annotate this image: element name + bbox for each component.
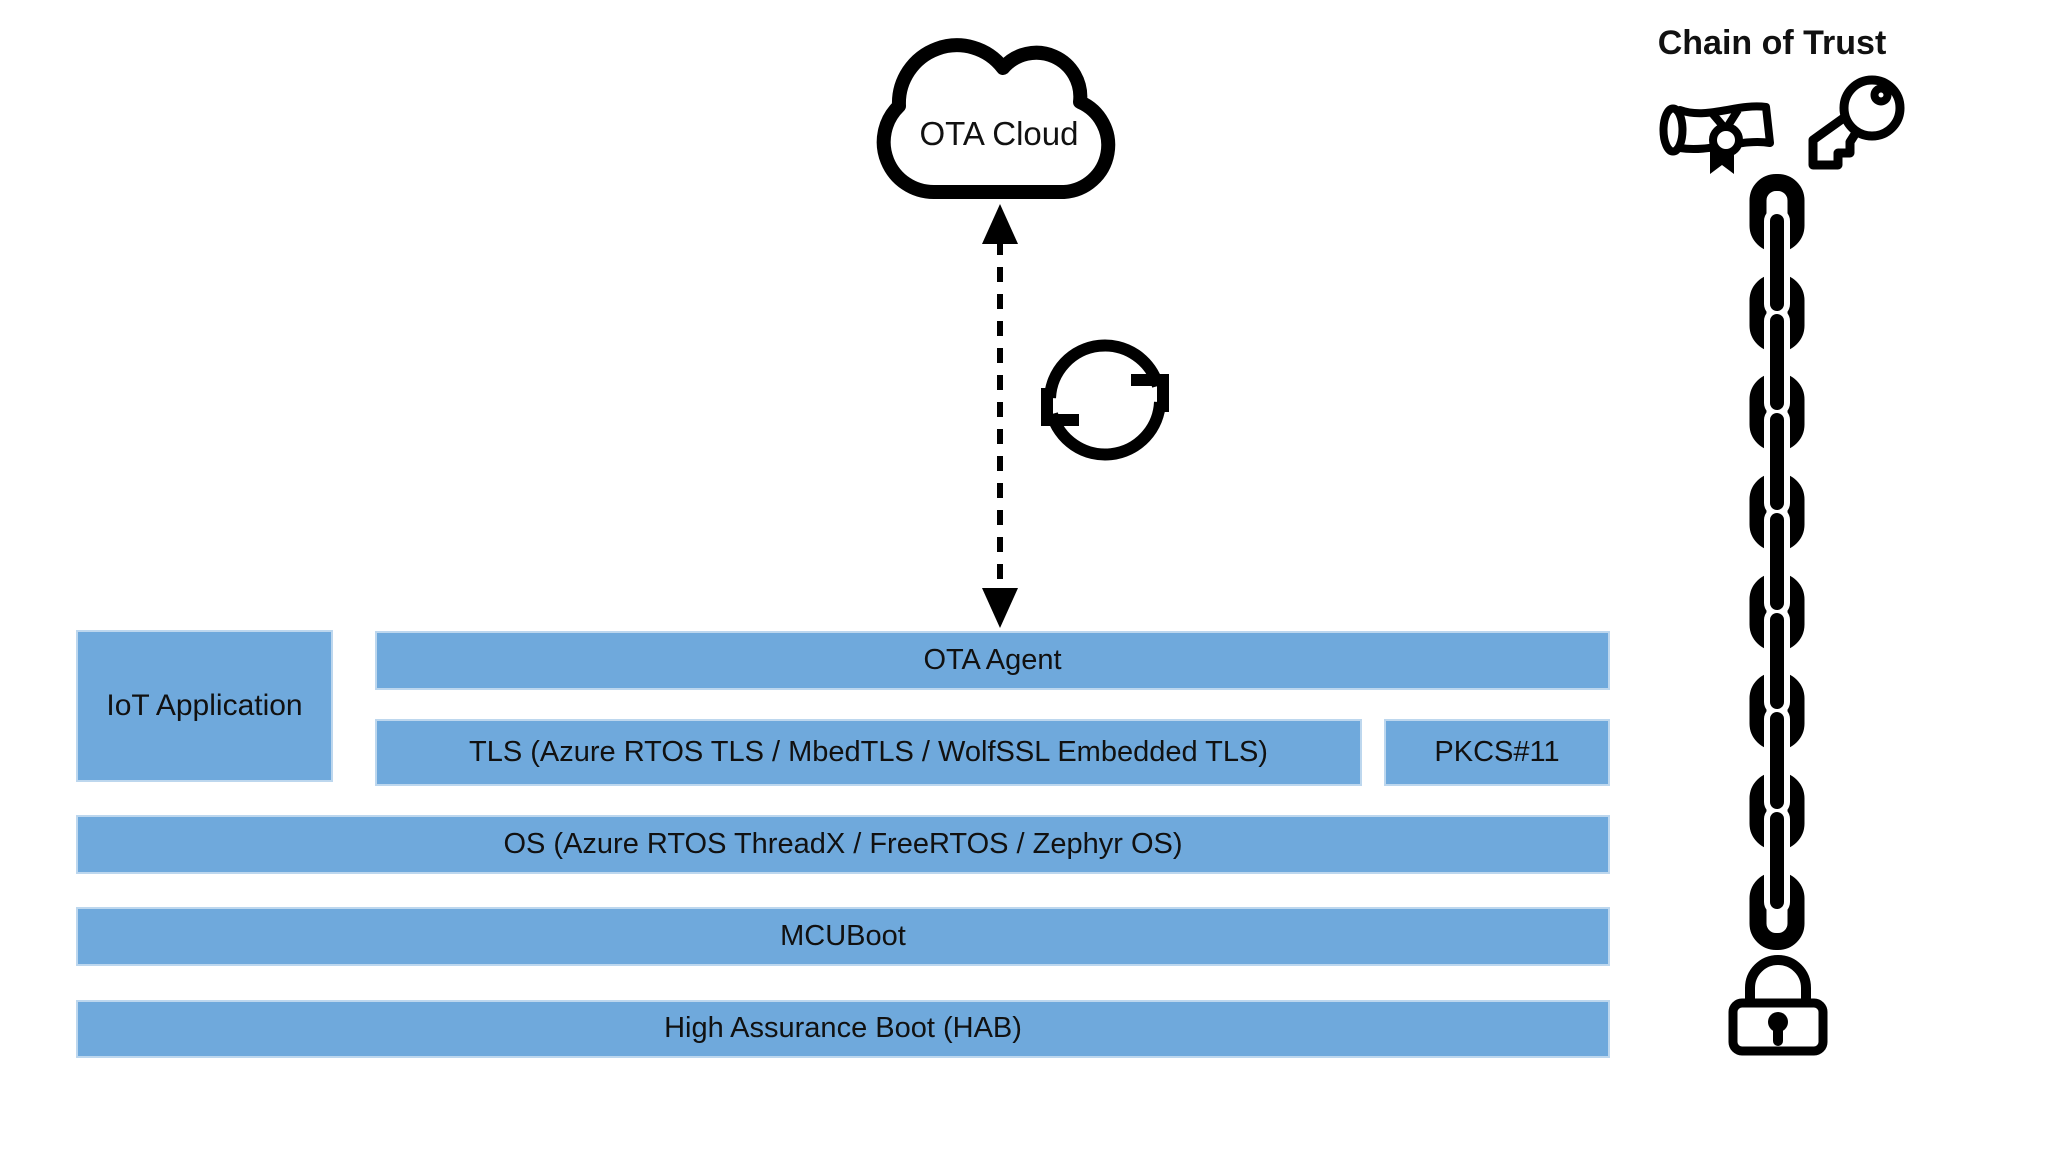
block-iot-application-label: IoT Application xyxy=(106,688,303,722)
key-icon xyxy=(1808,75,1905,170)
cloud-icon xyxy=(876,38,1116,200)
cloud-label: OTA Cloud xyxy=(919,115,1079,152)
block-mcuboot-label: MCUBoot xyxy=(780,919,906,952)
padlock-icon xyxy=(1728,955,1828,1056)
block-pkcs11: PKCS#11 xyxy=(1384,719,1610,786)
chain-of-trust-title: Chain of Trust xyxy=(1657,24,1887,62)
block-mcuboot: MCUBoot xyxy=(76,907,1610,966)
chain-icon xyxy=(1749,174,1805,950)
block-hab: High Assurance Boot (HAB) xyxy=(76,1000,1610,1058)
block-tls: TLS (Azure RTOS TLS / MbedTLS / WolfSSL … xyxy=(375,719,1362,786)
block-ota-agent-label: OTA Agent xyxy=(923,643,1062,676)
block-hab-label: High Assurance Boot (HAB) xyxy=(664,1012,1022,1045)
sync-icon xyxy=(1041,339,1169,461)
block-ota-agent: OTA Agent xyxy=(375,631,1610,690)
block-os-label: OS (Azure RTOS ThreadX / FreeRTOS / Zeph… xyxy=(503,827,1183,860)
block-pkcs11-label: PKCS#11 xyxy=(1434,735,1560,768)
block-iot-application: IoT Application xyxy=(76,630,333,782)
certificate-icon xyxy=(1659,102,1774,174)
block-os: OS (Azure RTOS ThreadX / FreeRTOS / Zeph… xyxy=(76,815,1610,874)
block-tls-label: TLS (Azure RTOS TLS / MbedTLS / WolfSSL … xyxy=(469,735,1268,768)
dashed-double-arrow-icon xyxy=(982,204,1018,628)
